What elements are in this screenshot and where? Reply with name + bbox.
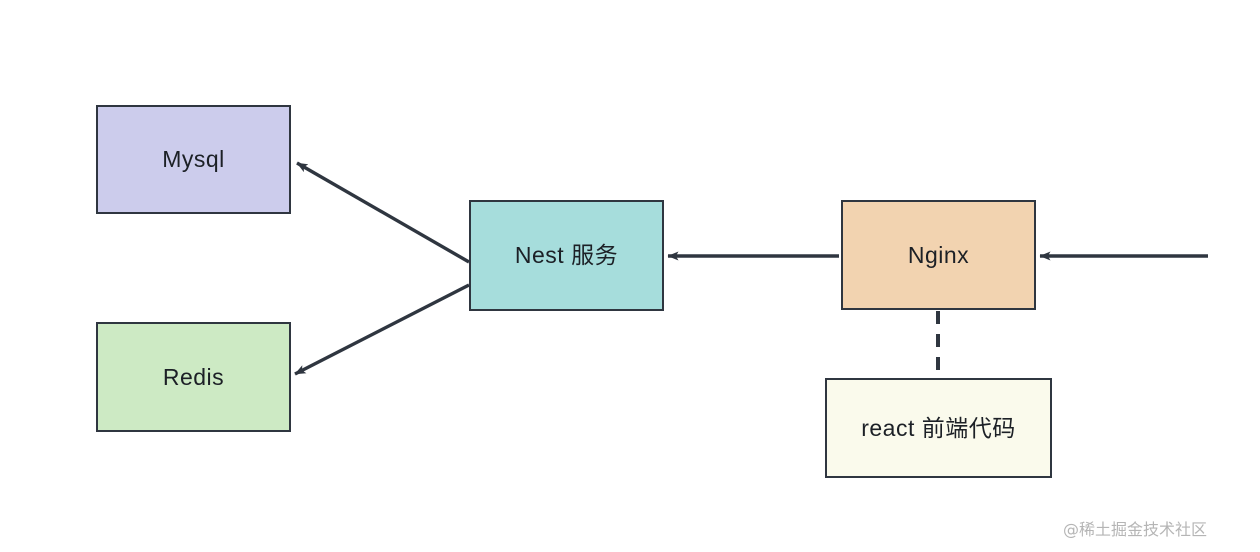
- node-nginx[interactable]: Nginx: [841, 200, 1036, 310]
- node-redis-label: Redis: [162, 363, 225, 390]
- node-nest-service-label: Nest 服务: [514, 242, 619, 268]
- watermark: @稀土掘金技术社区: [1063, 520, 1208, 539]
- node-nest-service[interactable]: Nest 服务: [469, 200, 664, 311]
- edge-nest-to-mysql: [296, 161, 470, 264]
- node-react-frontend-label: react 前端代码: [861, 414, 1016, 441]
- node-react-frontend[interactable]: react 前端代码: [825, 378, 1052, 478]
- node-mysql[interactable]: Mysql: [96, 105, 291, 214]
- node-nginx-label: Nginx: [907, 241, 970, 268]
- node-mysql-label: Mysql: [162, 146, 225, 172]
- node-redis[interactable]: Redis: [96, 322, 291, 432]
- edge-nest-to-redis: [294, 283, 470, 376]
